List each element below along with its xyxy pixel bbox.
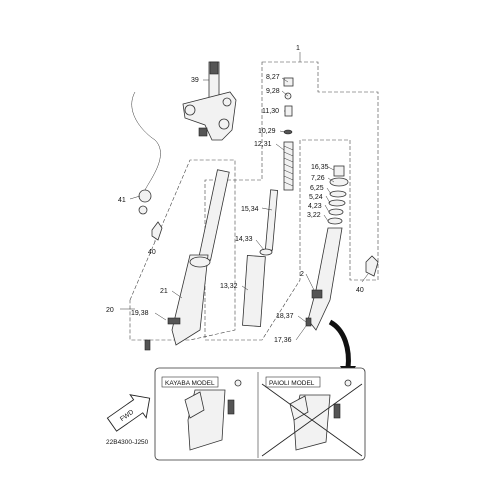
kayaba-model-label: KAYABA MODEL: [165, 380, 215, 387]
callout-20: 20: [106, 307, 114, 314]
callout-13-32: 13,32: [220, 283, 238, 290]
assembly-outline-right: [204, 61, 379, 341]
not-applicable-cross-b: [261, 383, 363, 457]
callout-16-35: 16,35: [311, 164, 329, 171]
leader-lines: [120, 52, 369, 341]
callout-7-26: 7,26: [311, 175, 325, 182]
kayaba-label-box: [161, 376, 219, 388]
washer-part: [283, 129, 293, 135]
cap-bolt-part: [283, 77, 294, 87]
fork-outer-tube-right-part: [305, 227, 343, 331]
diagram-code: 22B4300-J250: [106, 439, 149, 446]
seal-stack-part: [327, 165, 349, 225]
callout-40-left: 40: [148, 249, 156, 256]
paioli-label-box: [265, 376, 321, 388]
callout-14-33: 14,33: [235, 236, 253, 243]
hose-clamp-part: [138, 189, 152, 215]
callout-21: 21: [160, 288, 168, 295]
callout-18-37: 18,37: [276, 313, 294, 320]
callout-9-28: 9,28: [266, 88, 280, 95]
paioli-model-label: PAIOLI MODEL: [269, 380, 315, 387]
steering-stem-part: [182, 61, 237, 141]
guard-clip-right-part: [365, 255, 379, 277]
callout-12-31: 12,31: [254, 141, 272, 148]
assembly-outline-left: [129, 159, 236, 341]
callout-4-23: 4,23: [308, 203, 322, 210]
callout-17-36: 17,36: [274, 337, 292, 344]
callout-3-22: 3,22: [307, 212, 321, 219]
callout-10-29: 10,29: [258, 128, 276, 135]
kayaba-fork-bottom-part: [184, 379, 242, 451]
callout-11-30: 11,30: [262, 108, 279, 115]
callout-15-34: 15,34: [241, 206, 259, 213]
callout-41: 41: [118, 197, 126, 204]
guard-clip-left-part: [151, 221, 163, 241]
fork-tube-left-part: [144, 169, 230, 351]
brake-hose-part: [131, 91, 161, 191]
detail-arrow: [328, 319, 351, 369]
callout-5-24: 5,24: [309, 194, 323, 201]
callout-39: 39: [191, 77, 199, 84]
callout-8-27: 8,27: [266, 74, 280, 81]
callout-6-25: 6,25: [310, 185, 324, 192]
fork-spring-part: [283, 141, 294, 191]
callout-2: 2: [300, 271, 304, 278]
callout-40-right: 40: [356, 287, 364, 294]
fork-cap-part: [284, 105, 293, 117]
callout-1: 1: [296, 45, 300, 52]
callout-19-38: 19,38: [131, 310, 149, 317]
damper-rod-part: [242, 189, 279, 327]
fwd-arrow: FWD: [106, 394, 151, 432]
